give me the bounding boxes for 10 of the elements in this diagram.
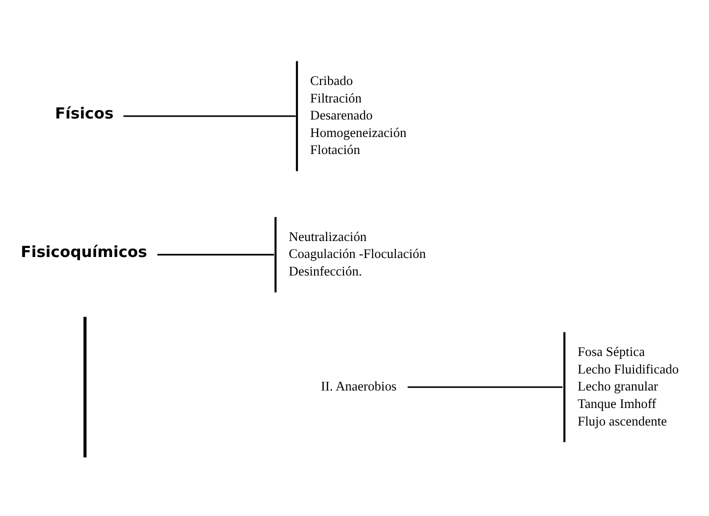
node-text: Neutralización Coagulación -Floculación Desinfección. bbox=[288, 228, 426, 278]
connector bbox=[123, 114, 296, 116]
node-text: Cribado Filtración Desarenado Homogeneización Flotación bbox=[310, 72, 406, 157]
node-text: II. Anaerobios bbox=[320, 378, 397, 394]
connector bbox=[408, 386, 562, 388]
node-text: Físicos bbox=[54, 104, 114, 122]
node-text: Fosa Séptica Lecho Fluidificado Lecho granular Tanque Imhoff Flujo ascendente bbox=[578, 343, 679, 428]
node-text: Fisicoquímicos bbox=[20, 242, 148, 261]
connector bbox=[157, 253, 274, 255]
node-bar bbox=[83, 316, 87, 457]
